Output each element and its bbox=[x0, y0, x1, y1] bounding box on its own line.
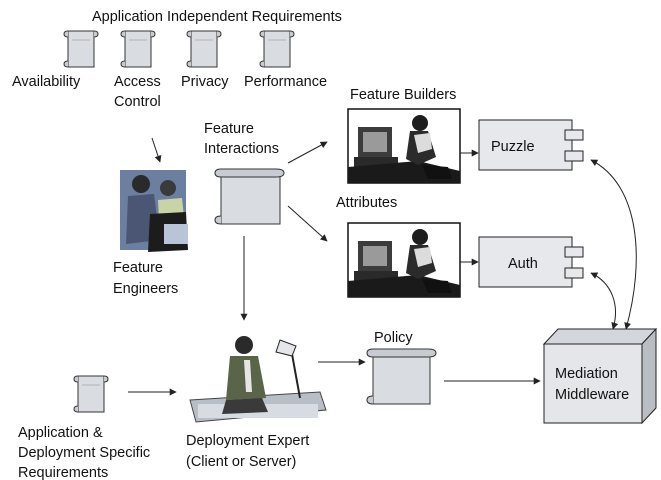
arrow-requirements-to-engineers bbox=[151, 137, 162, 163]
req-availability: Availability bbox=[12, 74, 81, 90]
req-control: Control bbox=[114, 94, 161, 110]
puzzle-label: Puzzle bbox=[491, 139, 535, 155]
app-requirements-line3: Requirements bbox=[18, 465, 108, 480]
feature-engineers-illustration bbox=[113, 163, 191, 255]
scroll-access-control-icon bbox=[120, 30, 156, 68]
policy-scroll-icon bbox=[366, 348, 437, 405]
arrow-middleware-puzzle bbox=[590, 159, 637, 330]
attributes-label: Attributes bbox=[336, 195, 397, 211]
feature-engineers-line2: Engineers bbox=[113, 281, 178, 297]
puzzle-component bbox=[478, 119, 584, 171]
feature-builders-label: Feature Builders bbox=[350, 87, 456, 103]
arrow-middleware-auth bbox=[590, 272, 619, 330]
deployment-expert-illustration bbox=[189, 336, 327, 423]
deployment-expert-line2: (Client or Server) bbox=[186, 454, 296, 470]
policy-label: Policy bbox=[374, 330, 413, 346]
req-performance: Performance bbox=[244, 74, 327, 90]
arrow-to-feature-builders bbox=[287, 141, 328, 164]
feature-builder-computer-top bbox=[347, 108, 461, 184]
mediation-middleware-box bbox=[542, 327, 658, 425]
feature-interactions-scroll-icon bbox=[214, 168, 285, 225]
app-independent-title: Application Independent Requirements bbox=[92, 9, 342, 25]
app-specific-scroll-icon bbox=[73, 375, 109, 413]
feature-interactions-line1: Feature bbox=[204, 121, 254, 137]
req-access: Access bbox=[114, 74, 161, 90]
middleware-line2: Middleware bbox=[555, 387, 629, 403]
scroll-performance-icon bbox=[259, 30, 295, 68]
arrow-to-attributes bbox=[287, 205, 328, 242]
req-privacy: Privacy bbox=[181, 74, 229, 90]
app-requirements-line2: Deployment Specific bbox=[18, 445, 150, 461]
feature-interactions-line2: Interactions bbox=[204, 141, 279, 157]
scroll-privacy-icon bbox=[186, 30, 222, 68]
auth-label: Auth bbox=[508, 256, 538, 272]
scroll-availability-icon bbox=[63, 30, 99, 68]
middleware-line1: Mediation bbox=[555, 366, 618, 382]
feature-engineers-line1: Feature bbox=[113, 260, 163, 276]
app-requirements-line1: Application & bbox=[18, 425, 103, 441]
deployment-expert-line1: Deployment Expert bbox=[186, 433, 309, 449]
feature-builder-computer-bottom bbox=[347, 222, 461, 298]
auth-component bbox=[478, 236, 584, 288]
